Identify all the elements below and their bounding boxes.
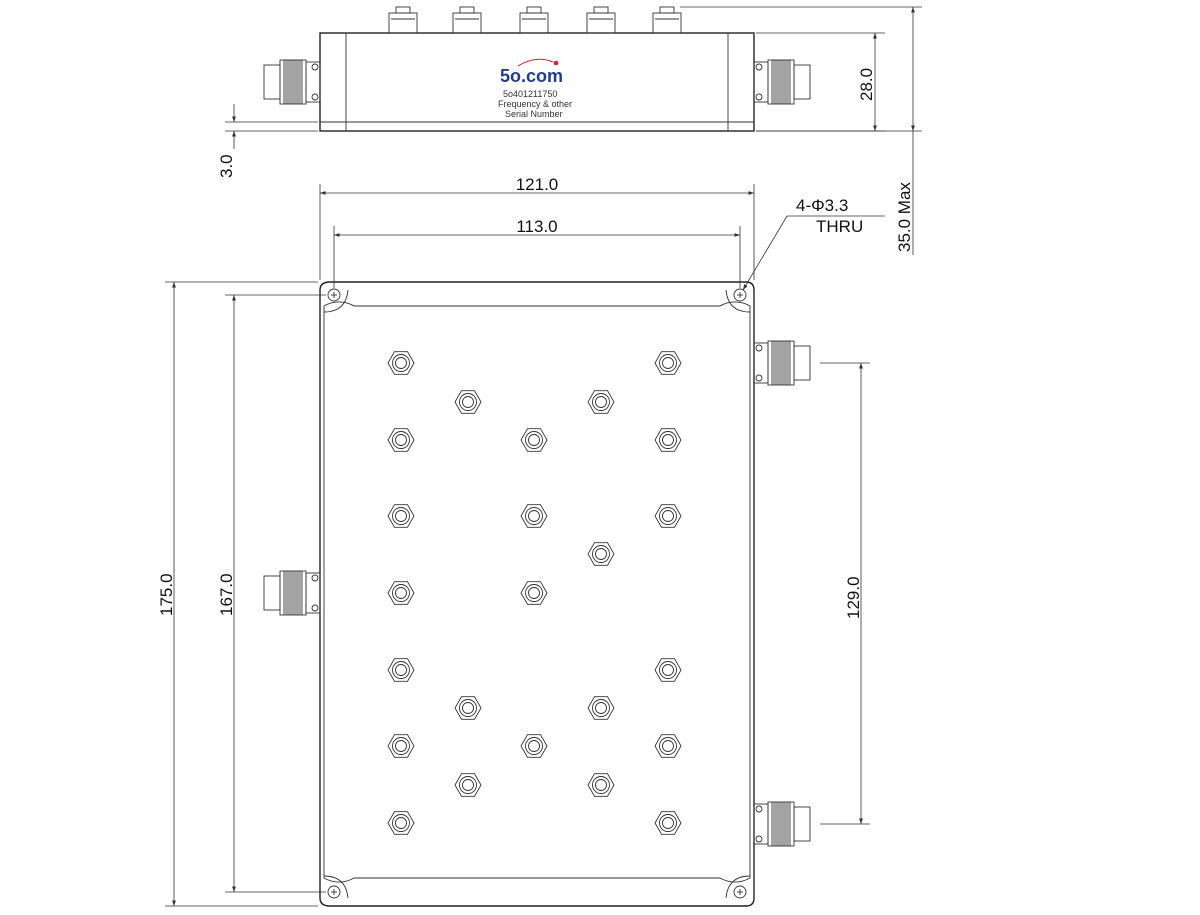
port-connector-right-bottom (753, 801, 811, 847)
dim-port-spacing: 129.0 (844, 576, 863, 619)
top-body-outline (319, 281, 755, 907)
mounting-holes (327, 288, 747, 899)
hole-callout: 4-Φ3.3 (796, 196, 848, 215)
dim-hole-spacing-height: 167.0 (217, 573, 236, 616)
port-connector-right-top (753, 340, 811, 386)
dim-max-height: 35.0 Max (895, 182, 914, 252)
top-view: 121.0 113.0 175.0 167.0 129.0 4-Φ3.3 THR… (157, 175, 885, 907)
label-line-frequency: Frequency & other (498, 99, 572, 109)
product-label: 5o.com 5o401211750 Frequency & other Ser… (498, 58, 572, 119)
side-connector-right (753, 59, 811, 105)
dim-body-height: 28.0 (857, 68, 876, 101)
tuning-screws (387, 351, 682, 835)
dim-overall-width: 121.0 (516, 175, 559, 194)
side-connector-left (264, 60, 320, 104)
dim-hole-spacing-width: 113.0 (516, 217, 557, 236)
port-connector-left (264, 571, 320, 615)
hole-callout-note: THRU (816, 217, 863, 236)
tuning-posts (388, 6, 682, 34)
mounting-hole (733, 885, 747, 899)
part-number: 5o401211750 (503, 89, 557, 99)
side-view: 5o.com 5o401211750 Frequency & other Ser… (217, 6, 922, 255)
label-line-serial: Serial Number (505, 109, 563, 119)
dim-flange-thickness: 3.0 (217, 154, 236, 178)
logo: 5o.com (500, 66, 563, 86)
mounting-hole (733, 288, 747, 302)
mounting-hole (327, 885, 341, 899)
mounting-hole (327, 288, 341, 302)
logo-dot (553, 60, 559, 66)
dim-overall-height: 175.0 (157, 573, 176, 616)
